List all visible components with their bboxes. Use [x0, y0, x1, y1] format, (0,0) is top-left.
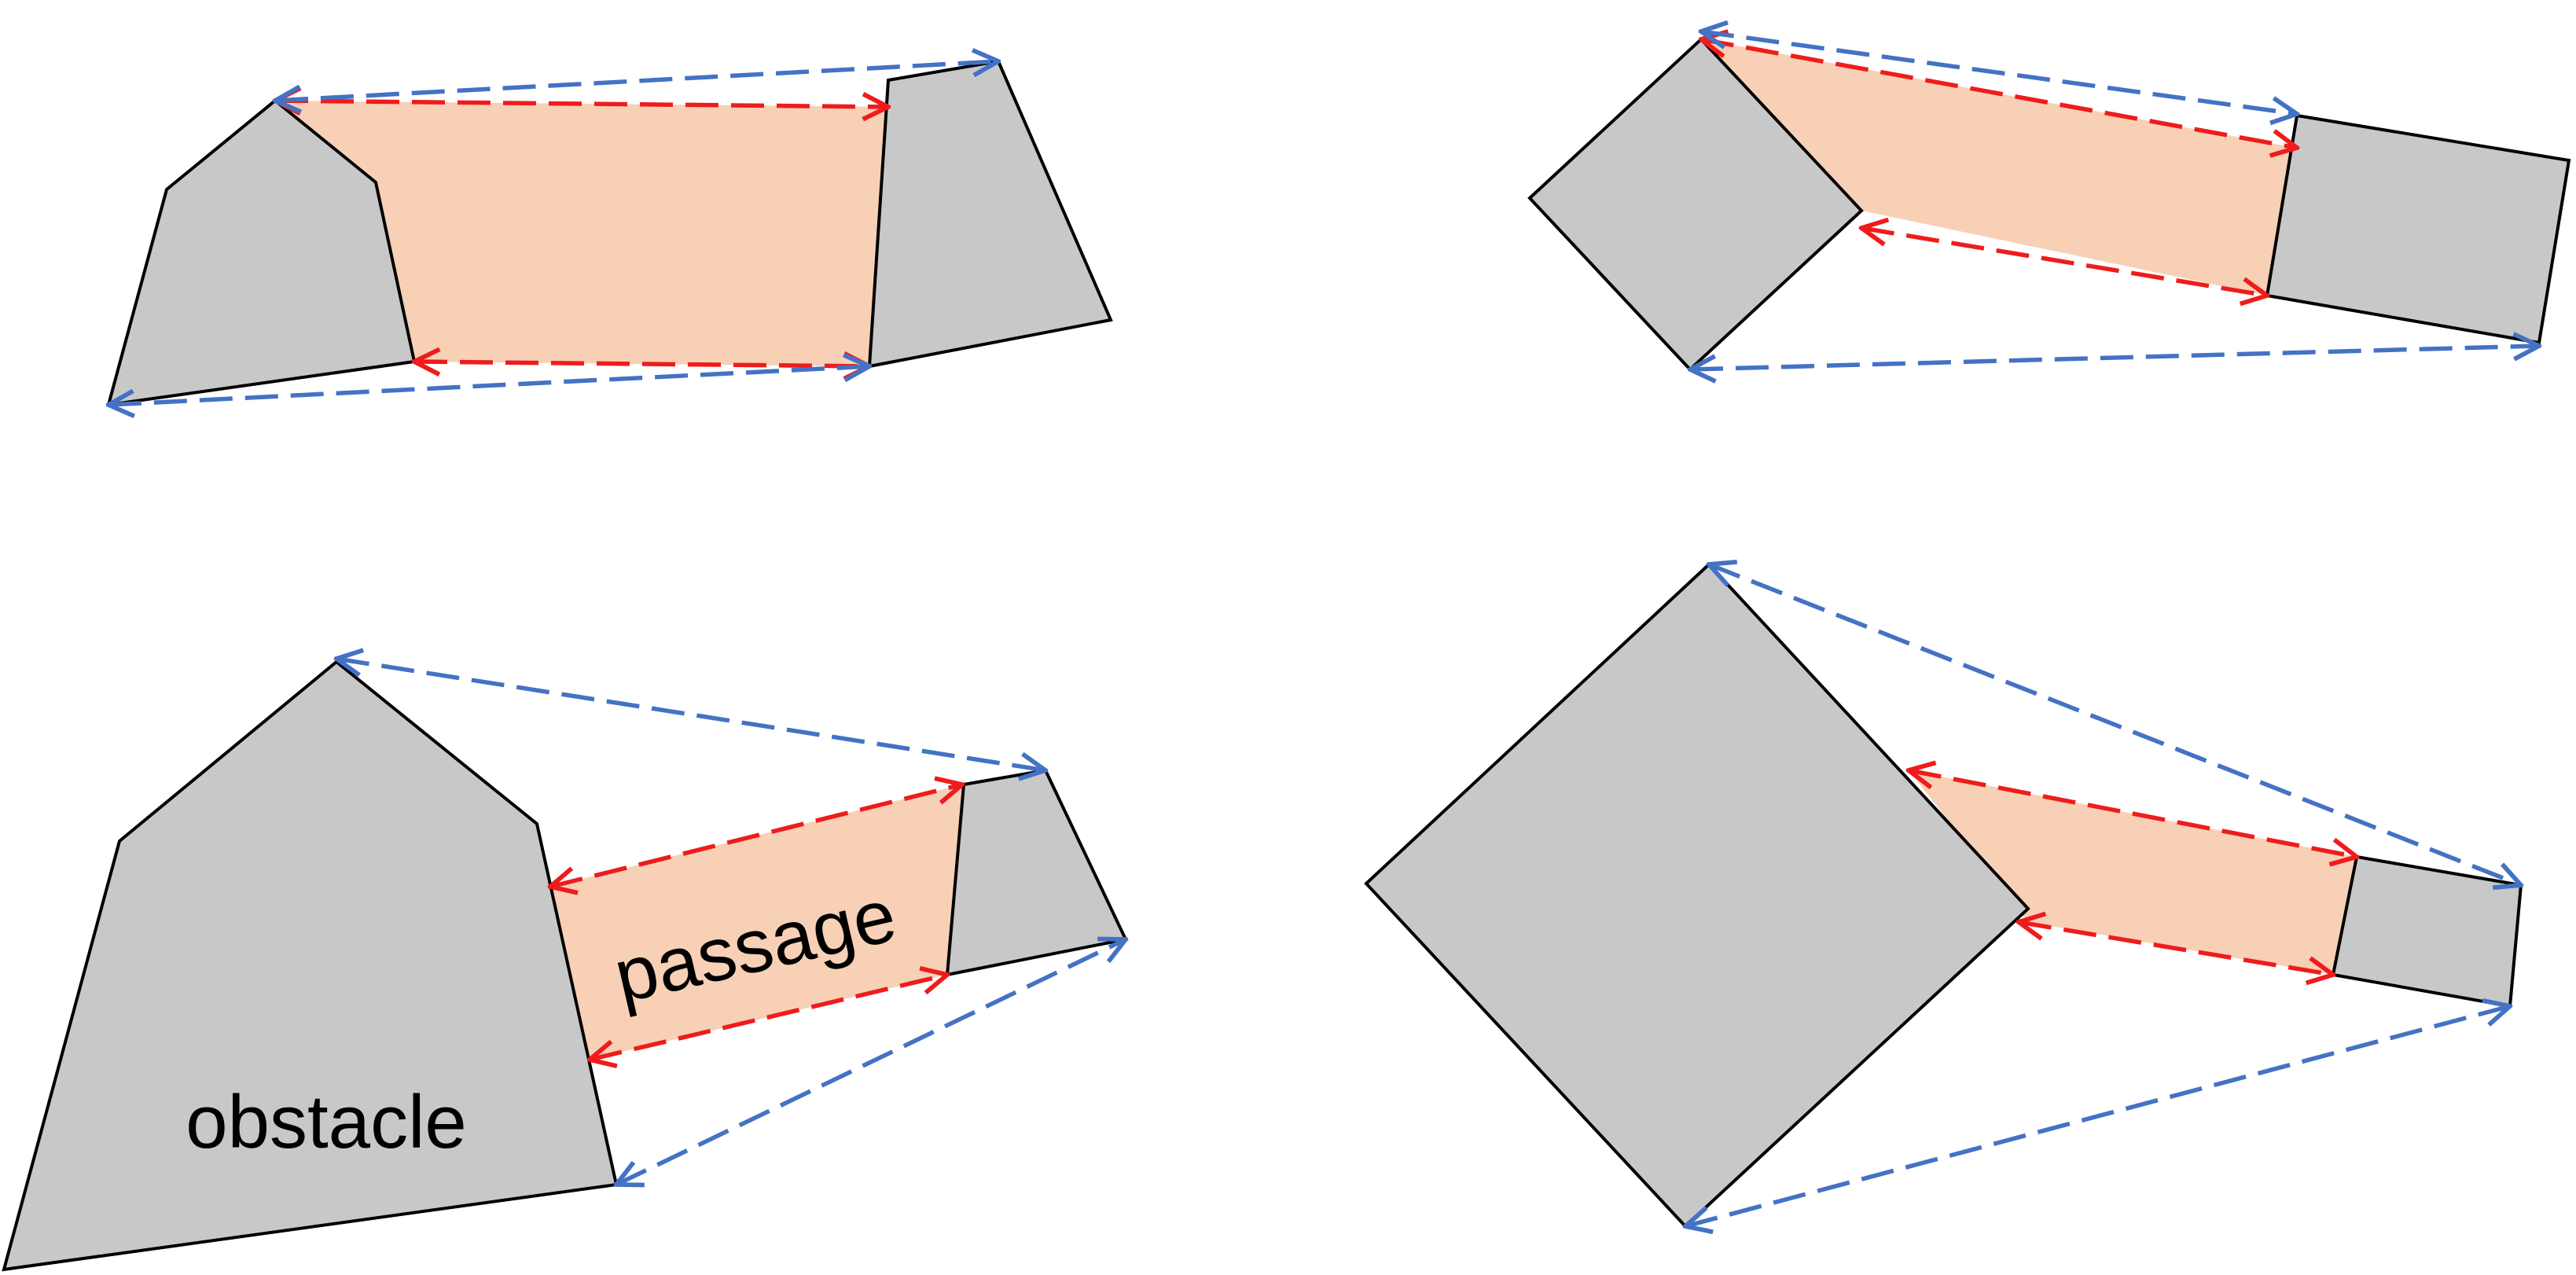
passage-arrow-top	[550, 784, 962, 887]
passage-arrow-bottom	[2019, 922, 2333, 975]
passage-region	[275, 101, 888, 366]
outer-arrow-top	[275, 61, 998, 101]
outer-arrow-bottom	[1685, 1006, 2510, 1226]
passage-arrow-bottom	[1861, 228, 2267, 296]
obstacle-small	[2331, 854, 2523, 1009]
outer-arrow-top	[336, 659, 1045, 770]
obstacle-right	[2265, 113, 2571, 345]
outer-arrow-bottom	[1690, 346, 2539, 369]
outer-arrow-bottom	[616, 939, 1126, 1185]
obstacle-right	[867, 59, 1113, 369]
obstacle-label: obstacle	[186, 1080, 467, 1164]
obstacle-large	[1364, 562, 2030, 1229]
outer-arrow-top	[1701, 31, 2297, 114]
panel-top-right	[1527, 31, 2571, 369]
panel-top-left	[108, 59, 1113, 405]
obstacle	[2, 660, 619, 1272]
outer-arrow-top	[1709, 564, 2521, 885]
panel-bottom-right	[1364, 562, 2523, 1229]
panel-bottom-left: obstacle passage	[2, 659, 1128, 1272]
outer-arrow-bottom	[108, 366, 869, 405]
obstacle-small	[945, 768, 1128, 977]
